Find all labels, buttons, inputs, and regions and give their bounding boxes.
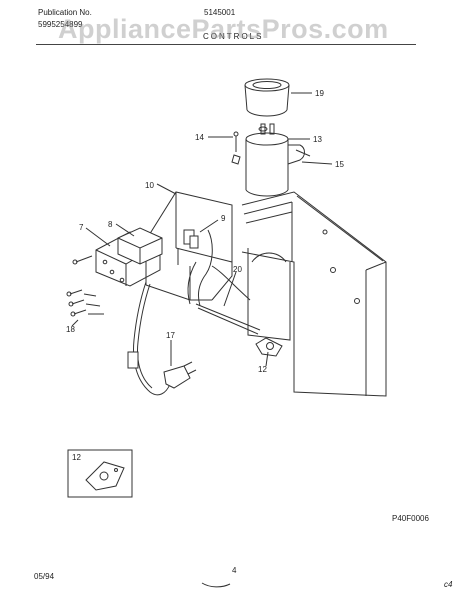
callout-19: 19 [315, 89, 324, 98]
capacitor-bracket [287, 144, 311, 165]
callout-13: 13 [313, 135, 322, 144]
control-bracket [95, 191, 233, 301]
inset-callout-12: 12 [72, 453, 81, 462]
callout-18: 18 [66, 325, 75, 334]
callout-12: 12 [258, 365, 267, 374]
callout-8: 8 [108, 220, 113, 229]
housing-panel [241, 191, 387, 397]
header-rule [36, 44, 416, 45]
screw-group [66, 255, 104, 317]
screw-14 [231, 131, 241, 165]
leader-lines [71, 92, 333, 367]
page-number: 4 [232, 566, 237, 575]
footer-date: 05/94 [34, 572, 55, 581]
publication-label: Publication No. [38, 8, 92, 17]
callout-10: 10 [145, 181, 154, 190]
callout-15: 15 [335, 160, 344, 169]
capacitor-cover [244, 78, 290, 117]
grommet [255, 337, 283, 357]
capacitor [245, 123, 289, 197]
callout-20: 20 [233, 265, 242, 274]
callout-7: 7 [79, 223, 84, 232]
callout-9: 9 [221, 214, 226, 223]
inset-box [67, 449, 133, 498]
callout-17: 17 [166, 331, 175, 340]
corner-mark: c4 [444, 580, 453, 589]
wiring [127, 229, 261, 396]
callout-14: 14 [195, 133, 204, 142]
publication-number: 5995254899 [38, 20, 83, 29]
model-code: 5145001 [204, 8, 236, 17]
watermark: AppliancePartsPros.com [58, 14, 389, 44]
drawing-code: P40F0006 [392, 514, 429, 523]
section-title: CONTROLS [203, 32, 264, 41]
